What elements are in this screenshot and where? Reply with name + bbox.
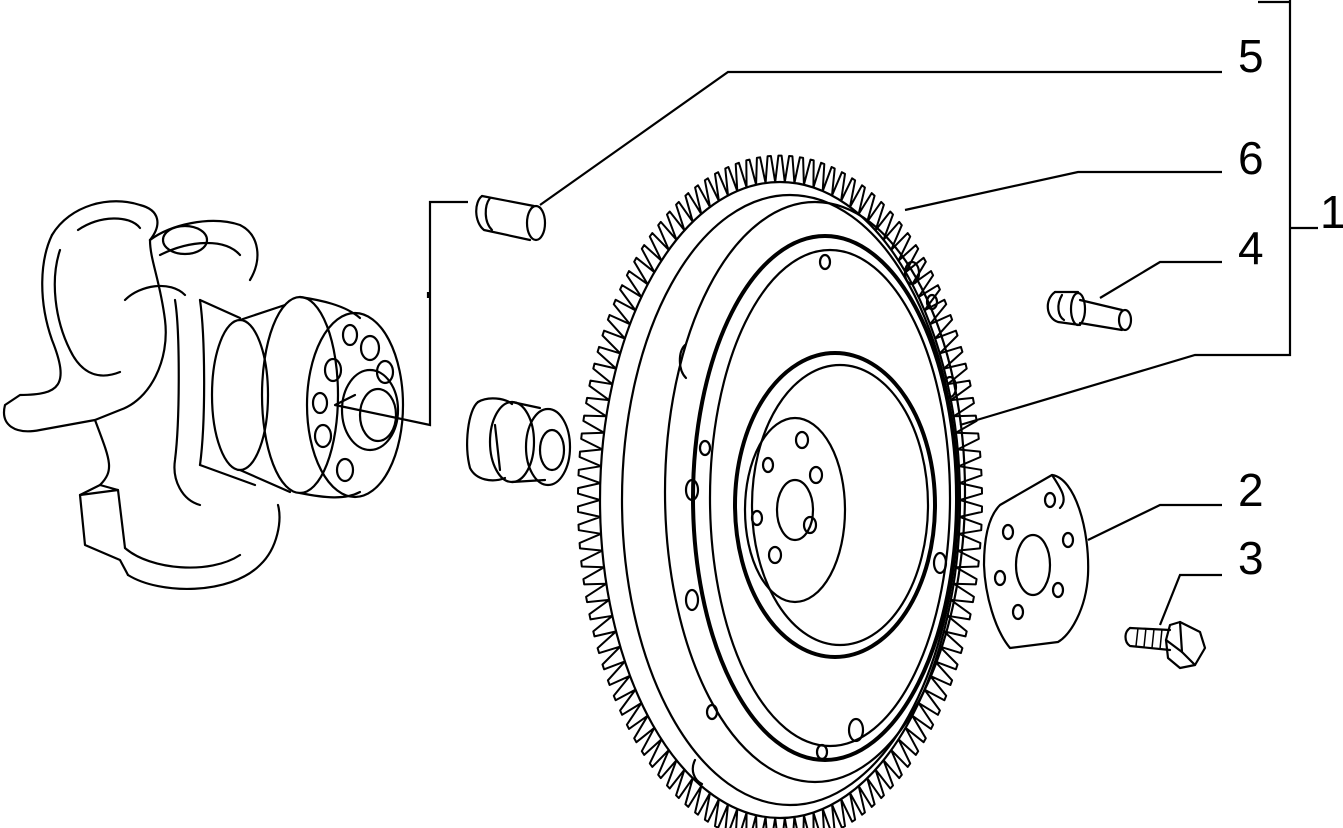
alignment-line — [334, 200, 468, 427]
callout-3: 3 — [1238, 532, 1264, 584]
leader-4 — [1099, 260, 1222, 299]
callout-5: 5 — [1238, 30, 1264, 82]
flywheel-ring-gear — [577, 154, 983, 828]
crankshaft — [2, 200, 405, 591]
leader-5 — [539, 70, 1222, 206]
dowel-pin — [475, 194, 547, 242]
callout-6: 6 — [1238, 132, 1264, 184]
leader-6 — [904, 170, 1222, 212]
leader-3 — [1158, 573, 1222, 626]
leader-1 — [959, 0, 1292, 427]
callout-2: 2 — [1238, 464, 1264, 516]
pilot-bushing — [466, 397, 572, 487]
stud-pin — [1046, 290, 1133, 332]
callout-1: 1 — [1320, 186, 1343, 238]
flywheel-bolt — [1124, 620, 1207, 670]
callout-labels: 5 6 1 4 2 3 — [1238, 30, 1343, 584]
lock-plate — [982, 473, 1090, 650]
leader-2 — [1087, 503, 1222, 541]
leader-lines — [539, 0, 1318, 626]
callout-4: 4 — [1238, 222, 1264, 274]
